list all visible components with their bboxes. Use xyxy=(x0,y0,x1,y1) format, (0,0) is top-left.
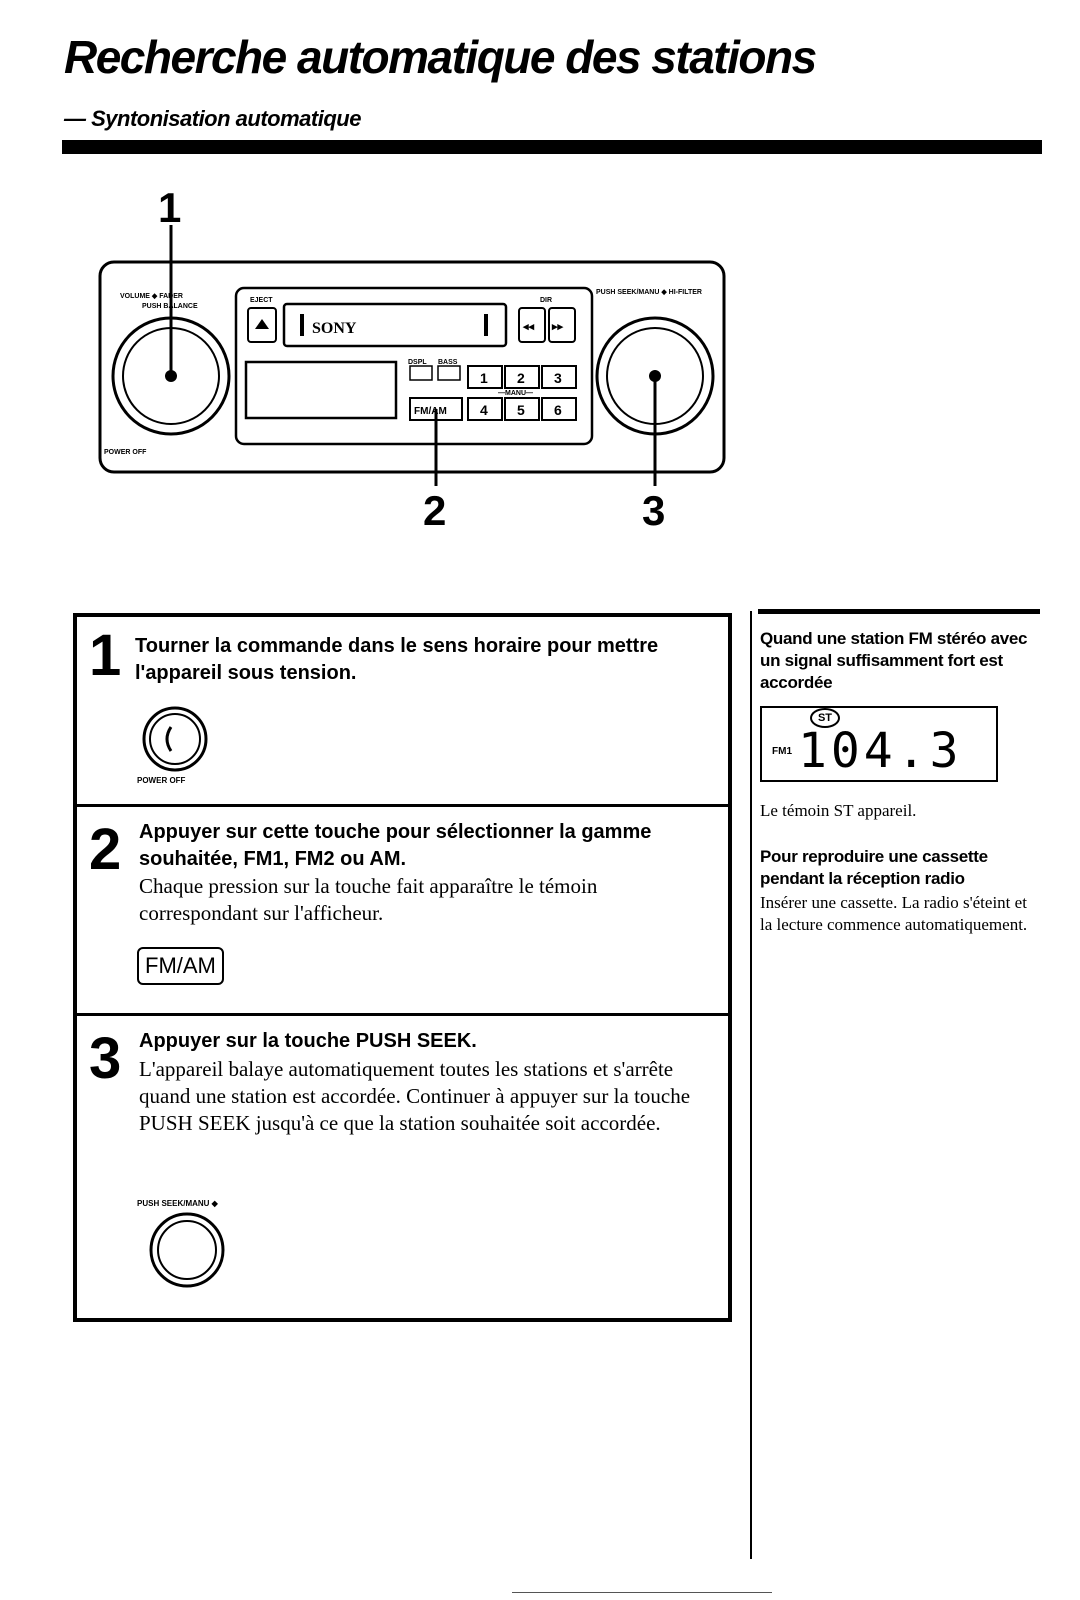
seek-knob-figure: PUSH SEEK/MANU ◆ xyxy=(137,1199,225,1288)
callout-3: 3 xyxy=(642,487,665,534)
preset-3: 3 xyxy=(554,370,562,386)
dspl-button xyxy=(409,365,433,381)
band-indicator: FM1 xyxy=(772,746,792,757)
power-knob-figure: POWER OFF xyxy=(137,706,208,785)
preset-1: 1 xyxy=(480,370,488,386)
step-3: 3 Appuyer sur la touche PUSH SEEK. L'app… xyxy=(77,1016,728,1318)
step-heading: Appuyer sur la touche PUSH SEEK. xyxy=(139,1030,477,1052)
manu-label: —MANU— xyxy=(498,390,533,397)
rewind-button xyxy=(518,307,546,343)
rewind-icon: ◂◂ xyxy=(522,321,535,333)
dspl-label: DSPL xyxy=(408,359,427,366)
preset-4: 4 xyxy=(480,402,488,418)
page-subtitle: — Syntonisation automatique xyxy=(64,106,361,131)
page-title: Recherche automatique des stations xyxy=(64,31,817,83)
fm-am-figure: FM/AM xyxy=(137,947,224,985)
fast-forward-icon: ▸▸ xyxy=(551,321,564,333)
note-stereo-body: Le témoin ST appareil. xyxy=(760,801,917,820)
st-indicator: ST xyxy=(810,708,840,728)
step-1: 1 Tourner la commande dans le sens horai… xyxy=(77,617,728,805)
step-heading: Appuyer sur cette touche pour sélectionn… xyxy=(139,821,652,870)
eject-button xyxy=(247,307,277,343)
callout-2: 2 xyxy=(423,487,446,534)
preset-buttons: 1 2 3 4 5 6 —MANU— xyxy=(467,365,577,421)
step-divider xyxy=(77,1013,728,1016)
preset-2: 2 xyxy=(517,370,525,386)
dir-label: DIR xyxy=(540,297,552,304)
step-number: 3 xyxy=(89,1026,122,1091)
preset-5: 5 xyxy=(517,402,525,418)
bottom-rule xyxy=(512,1592,772,1593)
eject-icon xyxy=(255,319,269,329)
step-body: L'appareil balaye automatiquement toutes… xyxy=(139,1057,691,1135)
cassette-slot xyxy=(282,302,508,348)
bass-label: BASS xyxy=(438,359,458,366)
callout-1: 1 xyxy=(158,184,181,231)
sidebar-rule xyxy=(758,609,1040,614)
radio-body xyxy=(98,260,726,474)
step-divider xyxy=(77,804,728,807)
step-heading: Tourner la commande dans le sens horaire… xyxy=(135,635,659,684)
lcd-display: ST FM1 104.3 xyxy=(760,706,998,782)
frequency-readout: 104.3 xyxy=(798,723,963,779)
volume-label: VOLUME ◆ FADER xyxy=(120,293,183,300)
fast-forward-button xyxy=(548,307,576,343)
power-off-label: POWER OFF xyxy=(104,449,147,456)
eject-label: EJECT xyxy=(250,297,273,304)
fm-am-button-label: FM/AM xyxy=(414,406,447,417)
radio-diagram: VOLUME ◆ FADER PUSH BALANCE POWER OFF PU… xyxy=(98,184,726,534)
sidebar-divider xyxy=(750,611,752,1559)
note-cassette-body: Insérer une cassette. La radio s'éteint … xyxy=(760,893,1028,934)
radio-display xyxy=(244,360,398,420)
step-body: Chaque pression sur la touche fait appar… xyxy=(139,874,598,925)
seek-label: PUSH SEEK/MANU ◆ HI-FILTER xyxy=(596,289,702,296)
bass-button xyxy=(437,365,461,381)
center-panel xyxy=(234,286,594,446)
power-off-figure-label: POWER OFF xyxy=(137,776,186,785)
step-2: 2 Appuyer sur cette touche pour sélectio… xyxy=(77,807,728,1013)
seek-figure-label: PUSH SEEK/MANU ◆ xyxy=(137,1199,219,1208)
preset-6: 6 xyxy=(554,402,562,418)
step-number: 2 xyxy=(89,817,122,882)
note-stereo-heading: Quand une station FM stéréo avec un sign… xyxy=(760,629,1028,692)
note-cassette-heading: Pour reproduire une cassette pendant la … xyxy=(760,847,988,888)
header-rule xyxy=(62,140,1042,154)
step-number: 1 xyxy=(89,623,122,688)
steps-box: 1 Tourner la commande dans le sens horai… xyxy=(73,613,732,1322)
brand-logo: SONY xyxy=(312,320,357,337)
